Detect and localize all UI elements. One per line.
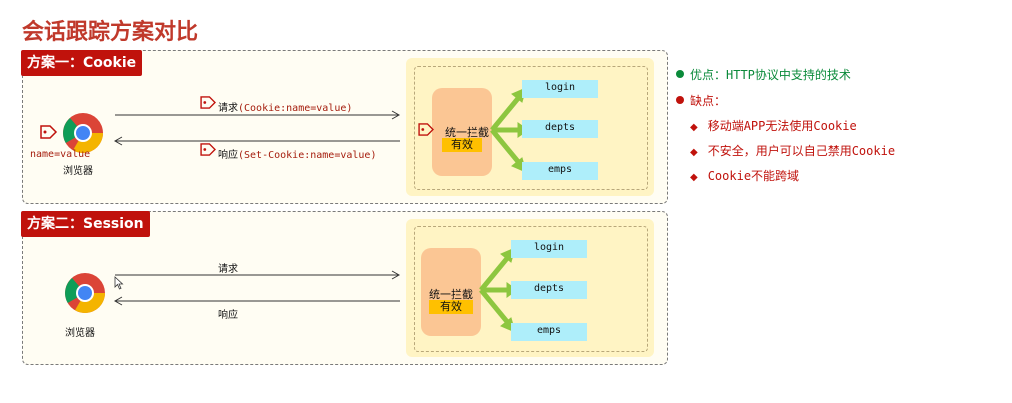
scheme2-tag: 方案二：Session (21, 211, 150, 237)
diamond-icon: ◆ (690, 147, 698, 158)
response-code: (Set-Cookie:name=value) (238, 150, 377, 161)
request-arrow (115, 110, 401, 120)
response-arrow (113, 136, 400, 146)
tag-icon (418, 123, 434, 136)
fan-arrows (479, 247, 518, 333)
resource-depts: depts (511, 281, 587, 299)
filter-label: 统一拦截 (445, 126, 489, 139)
filter-box (432, 88, 492, 176)
browser-icon (65, 273, 105, 313)
cookie-value-label: name=value (30, 149, 91, 160)
valid-badge: 有效 (429, 300, 473, 314)
response-text: 响应 (218, 150, 238, 161)
browser-label: 浏览器 (65, 328, 95, 339)
cons-item: ◆ 不安全，用户可以自己禁用Cookie (690, 142, 895, 159)
resource-login: login (522, 80, 598, 98)
cons-heading: 缺点： (676, 92, 726, 109)
response-label: 响应(Set-Cookie:name=value) (218, 146, 376, 161)
request-code: (Cookie:name=value) (238, 103, 353, 114)
pros-item: 优点：HTTP协议中支持的技术 (676, 66, 851, 83)
resource-emps: emps (511, 323, 587, 341)
valid-badge: 有效 (442, 138, 482, 152)
response-label: 响应 (218, 310, 238, 321)
cons-item-text: Cookie不能跨域 (707, 169, 800, 183)
resource-login: login (511, 240, 587, 258)
pros-text: 优点：HTTP协议中支持的技术 (690, 68, 851, 82)
scheme1-tag: 方案一：Cookie (21, 50, 143, 76)
server-inner-box (414, 226, 648, 352)
request-arrow (115, 270, 401, 280)
cons-bullet-icon (676, 96, 684, 104)
cons-item-text: 不安全，用户可以自己禁用Cookie (707, 144, 896, 158)
browser-label: 浏览器 (63, 166, 93, 177)
request-text: 请求 (218, 103, 238, 114)
browser-icon (63, 113, 103, 153)
request-label: 请求 (218, 264, 238, 275)
filter-label: 统一拦截 (429, 288, 473, 301)
response-arrow (113, 296, 400, 306)
pros-bullet-icon (676, 70, 684, 78)
cons-heading-text: 缺点： (690, 94, 727, 108)
tag-icon (200, 143, 216, 156)
resource-depts: depts (522, 120, 598, 138)
filter-box (421, 248, 481, 336)
page-title: 会话跟踪方案对比 (22, 20, 199, 45)
cons-item: ◆ Cookie不能跨域 (690, 167, 799, 184)
tag-icon (40, 125, 58, 139)
server-inner-box (414, 66, 648, 190)
cons-item-text: 移动端APP无法使用Cookie (707, 119, 857, 133)
resource-emps: emps (522, 162, 598, 180)
diamond-icon: ◆ (690, 172, 698, 183)
tag-icon (200, 96, 216, 109)
diamond-icon: ◆ (690, 122, 698, 133)
cons-item: ◆ 移动端APP无法使用Cookie (690, 117, 857, 134)
cursor-icon (114, 276, 124, 290)
request-label: 请求(Cookie:name=value) (218, 99, 352, 114)
